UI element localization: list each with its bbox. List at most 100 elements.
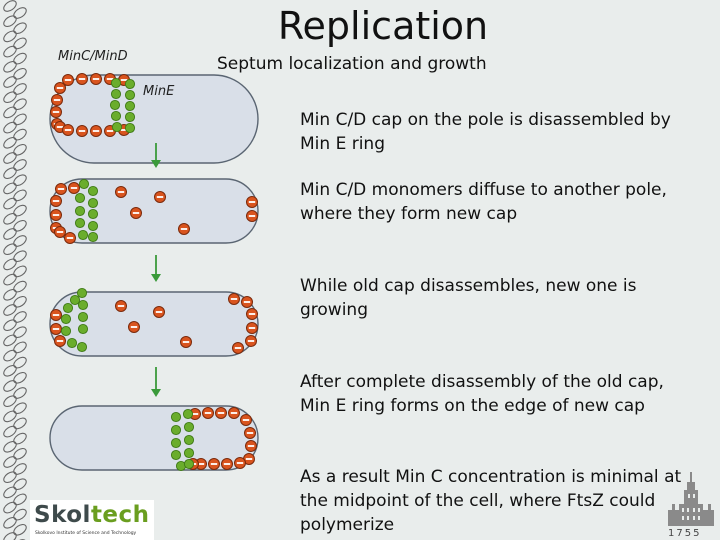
chain-link — [13, 326, 27, 339]
page-title: Replication — [277, 4, 489, 48]
minc-monomer — [54, 226, 66, 238]
minc-monomer — [246, 210, 258, 222]
mine-monomer — [183, 421, 195, 433]
chain-link — [13, 402, 27, 415]
mine-monomer — [170, 424, 182, 436]
chain-link — [13, 37, 27, 50]
chain-link — [3, 167, 17, 180]
mine-monomer — [76, 341, 88, 353]
chain-link — [3, 182, 17, 195]
minc-monomer — [68, 182, 80, 194]
chain-link — [13, 204, 27, 217]
cell-body — [49, 178, 259, 244]
chain-link — [3, 76, 17, 88]
minc-monomer — [50, 106, 62, 118]
mine-monomer — [124, 78, 136, 90]
mine-monomer — [78, 178, 90, 190]
minc-monomer — [50, 309, 62, 321]
chain-link — [3, 228, 17, 240]
mine-monomer — [87, 185, 99, 197]
chain-link — [13, 219, 27, 232]
chain-link — [3, 45, 17, 58]
minc-monomer — [51, 94, 63, 106]
step-2-text: Min C/D monomers diffuse to another pole… — [300, 180, 667, 224]
chain-link — [3, 197, 17, 210]
minc-monomer — [54, 335, 66, 347]
chain-link — [3, 440, 17, 453]
minc-monomer — [245, 440, 257, 452]
mine-monomer — [77, 229, 89, 241]
chain-link — [13, 356, 27, 369]
minc-monomer — [246, 322, 258, 334]
chain-link — [3, 410, 17, 423]
chain-link — [13, 447, 27, 460]
university-building-emblem — [668, 472, 714, 526]
chain-link — [13, 493, 27, 506]
step-5-text: As a result Min C concentration is minim… — [300, 467, 682, 535]
chain-link — [3, 273, 17, 286]
mine-monomer — [87, 197, 99, 209]
mine-monomer — [87, 231, 99, 243]
minc-monomer — [50, 323, 62, 335]
chain-link — [13, 174, 27, 187]
chain-link — [3, 152, 17, 164]
minc-monomer — [62, 124, 74, 136]
minc-monomer — [178, 223, 190, 235]
minc-monomer — [55, 183, 67, 195]
chain-link — [3, 91, 17, 104]
minc-monomer — [76, 73, 88, 85]
chain-link — [3, 395, 17, 408]
minc-monomer — [128, 321, 140, 333]
minc-monomer — [221, 458, 233, 470]
chain-link — [3, 516, 17, 529]
chain-link — [13, 98, 27, 111]
chain-link — [13, 371, 27, 384]
minc-monomer — [76, 125, 88, 137]
minc-monomer — [62, 74, 74, 86]
minc-monomer — [208, 458, 220, 470]
chain-link — [13, 67, 27, 80]
minc-monomer — [115, 300, 127, 312]
minc-monomer — [228, 407, 240, 419]
mine-monomer — [69, 294, 81, 306]
arrow-head — [151, 160, 161, 168]
mine-monomer — [110, 77, 122, 89]
minc-monomer — [246, 308, 258, 320]
chain-link — [3, 319, 17, 332]
chain-link — [3, 364, 17, 377]
year-label: 1755 — [668, 528, 702, 539]
chain-link — [3, 212, 17, 225]
chain-link — [13, 143, 27, 156]
chain-link — [13, 432, 27, 445]
mine-monomer — [183, 447, 195, 459]
chain-link — [13, 508, 27, 521]
mine-monomer — [182, 408, 194, 420]
mine-monomer — [77, 323, 89, 335]
minc-monomer — [64, 232, 76, 244]
chain-link — [3, 425, 17, 438]
mine-monomer — [87, 208, 99, 220]
mine-label: MinE — [143, 84, 175, 99]
chain-link — [13, 235, 27, 247]
minc-monomer — [240, 414, 252, 426]
chain-link — [3, 288, 17, 301]
chain-link — [13, 280, 27, 293]
chain-link — [13, 159, 27, 171]
step-1-text: Min C/D cap on the pole is disassembled … — [300, 110, 671, 154]
skoltech-wordmark: Skoltech — [34, 502, 150, 528]
minc-monomer — [228, 293, 240, 305]
chain-link — [13, 113, 27, 126]
chain-link — [13, 265, 27, 278]
chain-link — [13, 189, 27, 202]
minc-monomer — [90, 125, 102, 137]
mine-monomer — [170, 437, 182, 449]
chain-link — [13, 83, 27, 95]
minc-monomer — [115, 186, 127, 198]
decorative-chain-border — [3, 0, 27, 540]
chain-link — [13, 463, 27, 475]
chain-link — [13, 523, 27, 536]
mine-monomer — [183, 458, 195, 470]
chain-link — [3, 456, 17, 468]
chain-link — [3, 243, 17, 256]
mine-monomer — [74, 205, 86, 217]
